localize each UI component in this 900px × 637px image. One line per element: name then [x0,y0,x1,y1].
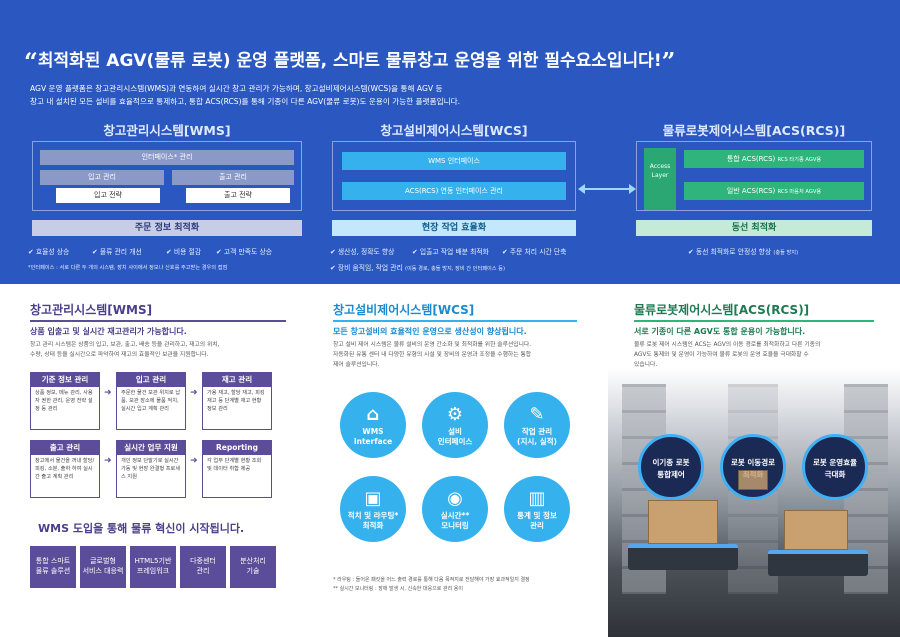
arrow-right-icon: ➜ [190,456,198,466]
acs-column: 물류로봇제어시스템[ACS(RCS)] [636,120,872,139]
cargo-box [738,470,768,490]
camera-icon: ◉ [447,488,463,509]
wcs-column: 창고설비제어시스템[WCS] [332,120,576,139]
wms-frame [32,141,302,211]
wms-note: *인터페이스 : 서로 다른 두 개의 시스템, 장치 사이에서 정보나 신호를… [28,265,228,271]
wcs-benefit: ✔ 주문 처리 시간 단축 [502,248,567,256]
intro-line: AGV 운영 플랫폼은 창고관리시스템(WMS)과 연동하여 실시간 창고 관리… [30,84,443,93]
headline: “최적화된 AGV(물류 로봇) 운영 플랫폼, 스마트 물류창고 운영을 위한… [24,46,675,76]
acs-benefit: ✔ 동선 최적화로 안정성 향상 (충돌 방지) [688,248,799,256]
wcs-circle-routing: ▣적치 및 라우팅*최적화 [340,476,406,542]
cargo-box [784,510,848,550]
wms-benefit: ✔ 고객 만족도 상승 [216,248,272,256]
section-wcs-sub: 모든 창고설비의 효율적인 운영으로 생산성이 향상됩니다. [333,327,527,336]
wcs-acs-interface: ACS(RCS) 연동 인터페이스 관리 [342,182,566,200]
gear-icon: ⚙ [446,404,464,425]
quote-open: “ [24,47,38,76]
section-wcs-title: 창고설비제어시스템[WCS] [333,303,475,317]
section-wcs-desc: 창고 설비 제어 시스템은 물류 설비의 운영 간소화 및 최적화를 위한 솔루… [333,342,532,368]
wms-in-mgmt: 입고 관리 [40,170,164,185]
bar-chart-icon: ▥ [528,488,546,509]
access-layer: Access Layer [644,148,676,210]
section-acs-desc: 물류 로봇 제어 시스템인 ACS는 AGV의 이동 경로를 최적화하고 다른 … [634,342,821,368]
arrow-right-icon: ➜ [104,388,112,398]
wcs-frame [332,141,576,211]
wms-benefit: ✔ 비용 절감 [166,248,202,256]
acs-title: 물류로봇제어시스템[ACS(RCS)] [662,123,846,138]
general-acs: 일반 ACS(RCS) RCS 마음처 AGV용 [684,182,864,200]
box-icon: ▣ [364,488,382,509]
wms-benefit: ✔ 물류 관리 개선 [92,248,142,256]
cargo-box [648,500,718,544]
wcs-footer: 현장 작업 효율화 [332,220,576,236]
agv-robot [628,544,738,570]
intro-line: 창고 내 설치된 모든 설비를 효율적으로 통제하고, 통합 ACS(RCS)를… [30,97,460,106]
headline-text: 최적화된 AGV(물류 로봇) 운영 플랫폼, 스마트 물류창고 운영을 위한 … [37,51,662,71]
wcs-title: 창고설비제어시스템[WCS] [380,123,528,138]
acs-circle: 로봇 이동경로최적화 [720,434,786,500]
wms-column: 창고관리시스템[WMS] [32,120,302,139]
overview-panel: “최적화된 AGV(물류 로봇) 운영 플랫폼, 스마트 물류창고 운영을 위한… [0,0,900,284]
wcs-circle-monitor: ◉실시간**모니터링 [422,476,488,542]
section-wms-desc: 창고 관리 시스템은 상품의 입고, 보관, 출고, 배송 등을 관리하고, 재… [30,342,220,358]
section-wms-sub: 상품 입출고 및 실시간 재고관리가 가능합니다. [30,327,187,336]
wms-out-strategy: 출고 전략 [186,188,290,203]
wms-footer: 주문 정보 최적화 [32,220,302,236]
wms-benefit: ✔ 효율성 상승 [28,248,70,256]
section-line [634,320,874,322]
section-acs-sub: 서로 기종이 다른 AGV도 통합 운용이 가능합니다. [634,327,806,336]
arrow-right-icon: ➜ [104,456,112,466]
wcs-circle-task: ✎작업 관리(지시, 실적) [504,392,570,458]
warehouse-icon: ⌂ [366,404,380,425]
wcs-benefit: ✔ 장비 움직임, 작업 관리 (이동 경로, 충돌 방지, 장비 간 인터페이… [330,264,505,272]
wcs-footnote: * 라우팅 : 들어온 패킷을 어느 출력 경로를 통해 다음 목적지로 전달해… [333,577,530,583]
acs-frame [636,141,872,211]
section-wms-title: 창고관리시스템[WMS] [30,303,153,317]
arrow-right-icon: ➜ [190,388,198,398]
wcs-benefit: ✔ 입출고 작업 배분 최적화 [412,248,489,256]
intro: AGV 운영 플랫폼은 창고관리시스템(WMS)과 연동하여 실시간 창고 관리… [30,82,460,108]
section-line [30,320,286,322]
wms-out-mgmt: 출고 관리 [172,170,294,185]
wcs-footnote: ** 실시간 모니터링 : 장애 발생 시, 신속한 대응으로 관리 용이 [333,586,463,592]
quote-close: ” [661,47,676,76]
acs-footer: 동선 최적화 [636,220,872,236]
wms-title: 창고관리시스템[WMS] [103,123,231,138]
wms-interface-bar: 인터페이스* 관리 [40,150,294,165]
wrench-icon: ✎ [529,404,545,425]
agv-robot [768,550,868,576]
wcs-wms-interface: WMS 인터페이스 [342,152,566,170]
integrated-acs: 통합 ACS(RCS) RCS 타기종 AGV용 [684,150,864,168]
section-acs-title: 물류로봇제어시스템[ACS(RCS)] [634,303,810,317]
double-arrow-icon [578,184,636,194]
wms-in-strategy: 입고 전략 [56,188,160,203]
wcs-benefit: ✔ 생산성, 정확도 향상 [330,248,395,256]
section-line [333,320,577,322]
wms-innovation: WMS 도입을 통해 물류 혁신이 시작됩니다. [38,522,245,535]
